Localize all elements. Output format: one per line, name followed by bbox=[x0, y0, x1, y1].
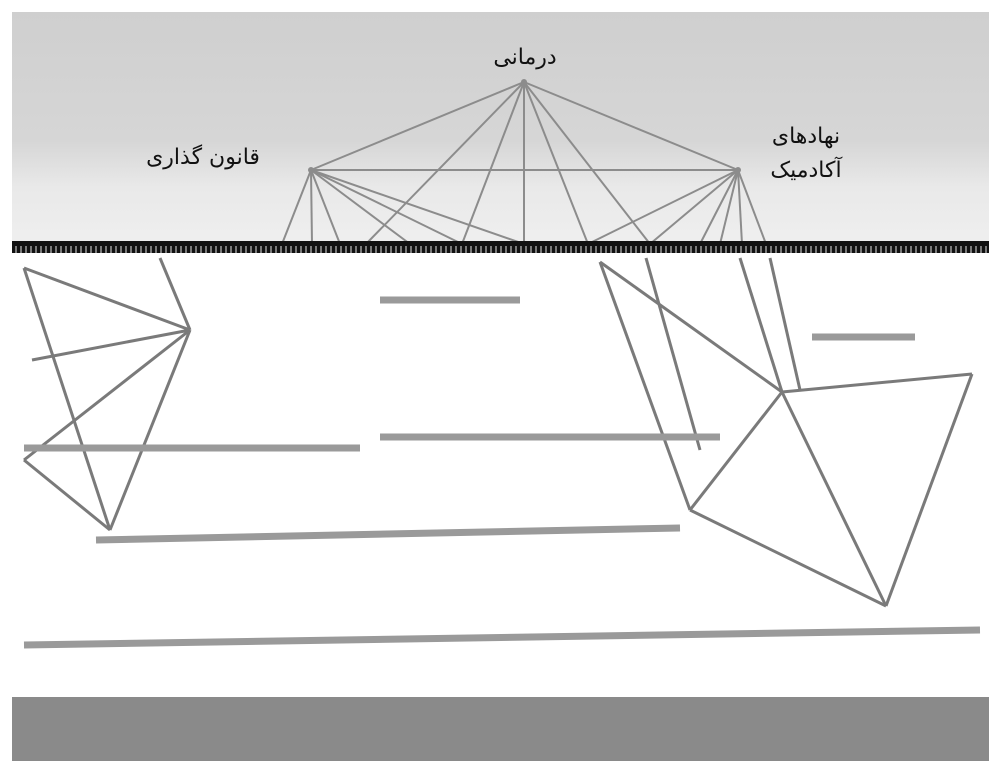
distorted-edge-10 bbox=[688, 391, 784, 511]
edge-left-to-base-3 bbox=[310, 169, 341, 245]
distorted-edge-5 bbox=[23, 458, 111, 532]
distorted-edge-14 bbox=[781, 372, 973, 394]
edge-top-to-base-5 bbox=[523, 81, 651, 245]
top-shaded-band bbox=[12, 12, 989, 246]
node-legislation bbox=[308, 167, 314, 173]
edge-top-to-base-2 bbox=[461, 81, 525, 245]
edge-right-to-base-3 bbox=[699, 169, 739, 245]
edge-top-left bbox=[310, 81, 525, 171]
distorted-edge-8 bbox=[598, 261, 692, 511]
label-therapeutic: درمانی bbox=[493, 45, 557, 70]
edge-left-to-base-4 bbox=[310, 169, 463, 245]
edge-right-to-base-5 bbox=[737, 169, 767, 245]
distorted-edge-16 bbox=[768, 257, 802, 391]
edge-top-to-base-1 bbox=[365, 81, 525, 245]
distorted-edge-6 bbox=[158, 257, 192, 331]
distorted-lower-region bbox=[12, 253, 989, 697]
edge-top-to-base-4 bbox=[523, 81, 589, 245]
distorted-edge-7 bbox=[31, 328, 191, 362]
lower-edge-group bbox=[22, 257, 981, 649]
bottom-bar bbox=[12, 697, 989, 761]
distorted-edge-17 bbox=[644, 257, 702, 451]
distorted-text-strip-4 bbox=[23, 626, 981, 649]
edge-left-to-base-5 bbox=[310, 169, 525, 245]
distorted-text-strip-3 bbox=[95, 524, 681, 544]
distorted-edge-1 bbox=[23, 266, 191, 332]
distorted-edge-2 bbox=[108, 329, 192, 531]
distorted-edge-12 bbox=[689, 508, 887, 608]
distorted-edge-3 bbox=[22, 267, 112, 531]
distorted-edge-4 bbox=[23, 328, 191, 462]
distorted-edge-13 bbox=[884, 373, 974, 607]
edge-right-to-base-4 bbox=[737, 169, 743, 245]
edge-left-to-base-6 bbox=[310, 169, 411, 245]
label-academic-institutions: نهادهای آکادمیک bbox=[736, 120, 876, 188]
edge-left-to-base-1 bbox=[281, 169, 312, 245]
edge-left-to-base-2 bbox=[310, 169, 313, 245]
edge-right-to-base-6 bbox=[719, 169, 739, 245]
node-therapeutic bbox=[521, 79, 527, 85]
distorted-edge-11 bbox=[780, 391, 888, 607]
distorted-edge-15 bbox=[738, 257, 784, 393]
node-academic-institutions bbox=[735, 167, 741, 173]
edge-top-right bbox=[523, 81, 739, 171]
node-group bbox=[308, 79, 741, 173]
edge-right-to-base-1 bbox=[587, 169, 739, 245]
divider-dark-strip bbox=[12, 241, 989, 246]
label-academic-line-1: نهادهای bbox=[771, 124, 841, 149]
distorted-edge-9 bbox=[599, 260, 783, 394]
label-academic-line-2: آکادمیک bbox=[770, 158, 842, 183]
edge-group bbox=[281, 81, 767, 245]
edge-right-to-base-2 bbox=[649, 169, 739, 245]
label-legislation: قانون گذاری bbox=[146, 145, 260, 170]
